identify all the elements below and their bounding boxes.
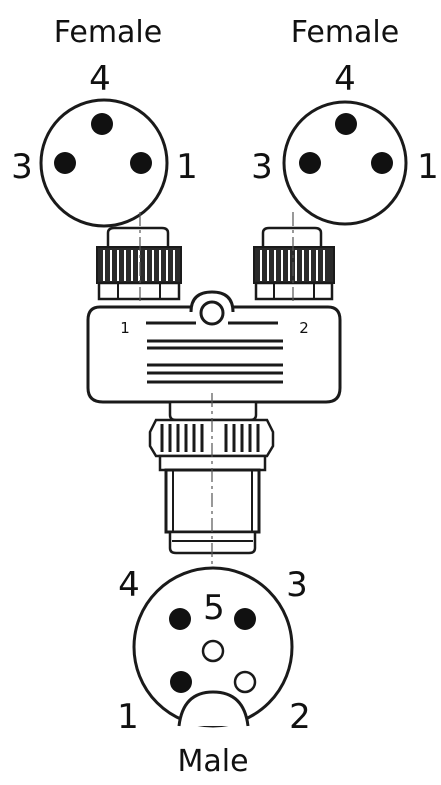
right-female-pin4-label: 4 (334, 59, 356, 99)
male-pin3-label: 3 (286, 565, 308, 605)
splitter-port-2-label: 2 (299, 319, 309, 337)
male-pin3 (234, 608, 256, 630)
left-female-pin3 (54, 152, 76, 174)
male-pin5 (201, 639, 225, 663)
left-female-pin3-label: 3 (11, 147, 33, 187)
right-female-title: Female (291, 15, 399, 50)
right-female-pin3-label: 3 (251, 147, 273, 187)
left-female-pin1 (130, 152, 152, 174)
right-nut-knurl-lines (260, 250, 325, 281)
centre-lines (139, 212, 294, 600)
right-nut-cap (261, 226, 323, 250)
male-pin2-label: 2 (289, 697, 311, 737)
male-pin2 (233, 670, 257, 694)
male-title: Male (177, 744, 248, 779)
splitter-body: 1 2 (86, 290, 342, 404)
male-pin1 (170, 671, 192, 693)
right-female-pin3 (299, 152, 321, 174)
left-female-pin4-label: 4 (89, 59, 111, 99)
splitter-port-1-label: 1 (120, 319, 130, 337)
left-nut-hex (97, 281, 181, 301)
right-female-pin1-label: 1 (417, 147, 439, 187)
right-female-pin1 (371, 152, 393, 174)
left-nut-knurl-lines (103, 250, 175, 281)
male-tip (168, 530, 257, 555)
male-pin4 (169, 608, 191, 630)
left-female-face (39, 98, 169, 228)
right-nut-knurl (253, 246, 335, 284)
male-keyway (177, 690, 250, 727)
left-female-connector: Female 4 3 1 (11, 15, 198, 228)
right-nut-hex (254, 281, 334, 301)
left-female-pin4 (91, 113, 113, 135)
male-pin4-label: 4 (118, 565, 140, 605)
splitter-housing (86, 305, 342, 404)
male-pin1-label: 1 (117, 697, 139, 737)
left-coupling-nut (96, 226, 182, 301)
male-pin5-label: 5 (203, 588, 225, 628)
male-nut-knurl-lines (160, 424, 260, 452)
right-female-connector: Female 4 3 1 (251, 15, 439, 226)
male-neck (168, 400, 258, 422)
left-nut-cap (106, 226, 170, 250)
right-female-face (282, 100, 408, 226)
right-coupling-nut (253, 226, 335, 301)
left-female-pin1-label: 1 (176, 147, 198, 187)
body-ribs (147, 339, 283, 384)
male-connector: 4 3 5 1 2 Male (117, 565, 311, 779)
left-female-title: Female (54, 15, 162, 50)
mounting-hole (199, 300, 225, 326)
right-female-pin4 (335, 113, 357, 135)
